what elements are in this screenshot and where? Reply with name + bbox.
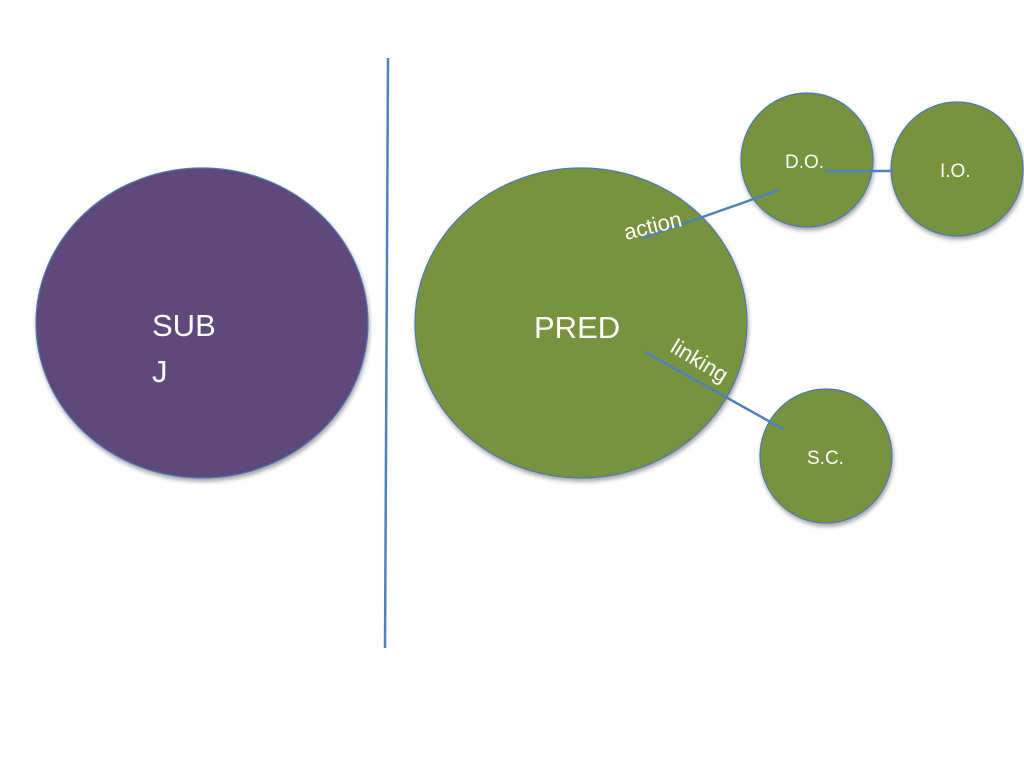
indirect-object-circle: [890, 101, 1024, 237]
subject-label-line2: J: [152, 354, 168, 389]
direct-object-circle: [740, 92, 874, 228]
subject-complement-label: S.C.: [807, 448, 844, 469]
subject-complement-circle: [759, 388, 893, 524]
indirect-object-label: I.O.: [940, 161, 971, 182]
direct-object-label: D.O.: [785, 152, 824, 173]
linking-connector: [644, 350, 784, 431]
predicate-label: PRED: [534, 310, 620, 345]
subject-label-line1: SUB: [152, 308, 216, 343]
subject-predicate-divider: [383, 57, 390, 649]
subject-circle: [35, 167, 369, 479]
predicate-circle: [414, 167, 748, 479]
action-connector: [642, 188, 780, 240]
